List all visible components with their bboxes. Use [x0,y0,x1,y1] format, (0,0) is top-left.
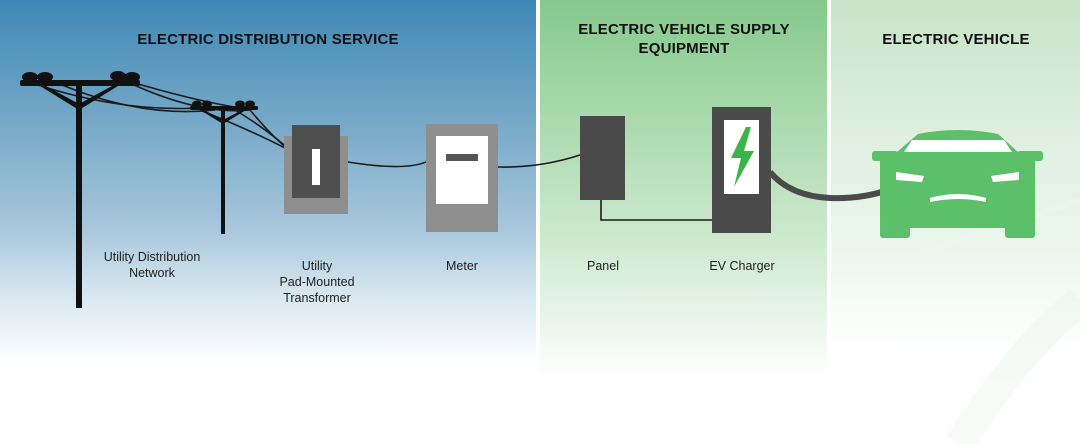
utility-pole-icon [190,100,258,234]
vehicle-section-title: ELECTRIC VEHICLE [882,31,1030,48]
ev-charger-icon [712,107,771,233]
distribution-section-title: ELECTRIC DISTRIBUTION SERVICE [137,31,399,48]
transformer-label-line3: Transformer [283,291,351,305]
electric-car-icon [872,130,1043,238]
network-label-line2: Network [129,266,175,280]
meter-label: Meter [446,259,478,273]
lightning-bolt-icon [731,127,754,187]
transformer-icon [284,125,348,214]
transformer-label-line1: Utility [301,259,333,273]
panel-label: Panel [587,259,619,273]
evse-section-title-line2: EQUIPMENT [638,40,730,57]
transformer-label-line2: Pad-Mounted [279,275,355,289]
meter-icon [426,124,498,232]
ev-charger-label: EV Charger [709,259,775,273]
evse-section-title-line1: ELECTRIC VEHICLE SUPPLY [578,21,790,38]
utility-pole-icon [20,71,140,308]
supply-equipment-panel [540,0,827,444]
panel-icon [580,116,625,200]
road-lines-decoration [899,197,1080,444]
network-label-line1: Utility Distribution [103,250,201,264]
charging-cable [767,170,889,202]
